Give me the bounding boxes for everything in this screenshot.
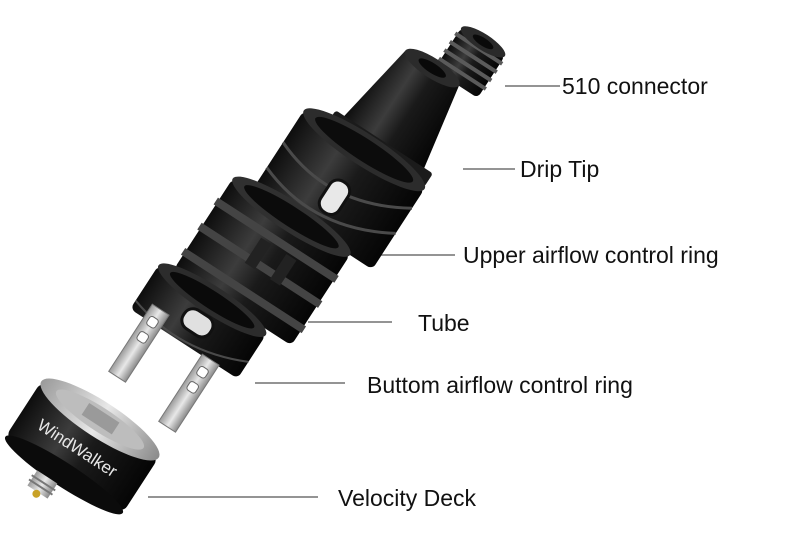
- velocity-deck-part: WindWalker: [4, 303, 220, 515]
- label-velocity-deck: Velocity Deck: [338, 485, 477, 511]
- label-upper-airflow-ring: Upper airflow control ring: [463, 242, 719, 268]
- upper-airflow-ring-part: [253, 108, 426, 268]
- bottom-airflow-ring-part: [132, 263, 267, 377]
- 510-connector-part: [435, 26, 506, 97]
- deck-post-right: [158, 353, 220, 433]
- leader-lines: [148, 85, 560, 498]
- deck-510-pin: [27, 470, 58, 499]
- tube-part: [176, 176, 351, 344]
- label-tube: Tube: [418, 310, 470, 336]
- label-bottom-airflow-ring: Buttom airflow control ring: [367, 372, 633, 398]
- deck-post-left: [108, 303, 170, 383]
- label-drip-tip: Drip Tip: [520, 156, 600, 182]
- label-510-connector: 510 connector: [562, 73, 708, 99]
